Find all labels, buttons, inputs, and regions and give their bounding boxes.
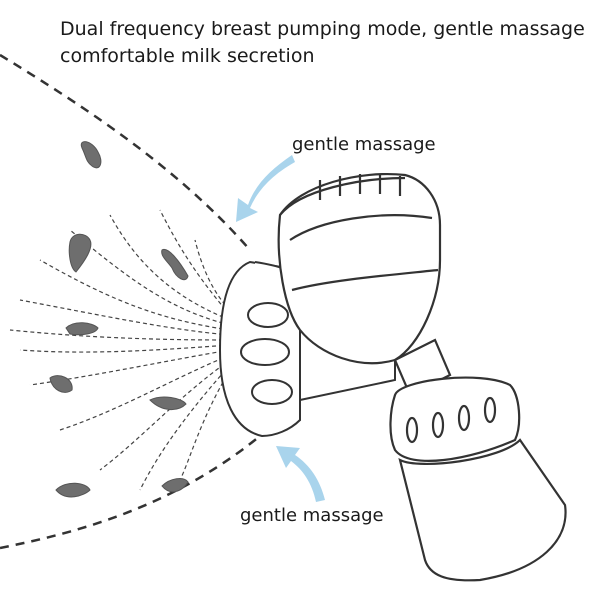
arrow-icon [236,155,295,222]
milk-ducts [9,209,231,491]
headline: Dual frequency breast pumping mode, gent… [60,16,585,70]
pump-body [277,173,567,582]
headline-line-2: comfortable milk secretion [60,45,315,67]
breast-outline [0,53,251,251]
milk-glands [49,141,189,498]
label-gentle-massage-bottom: gentle massage [240,505,384,526]
arrow-icon [276,446,325,502]
headline-line-1: Dual frequency breast pumping mode, gent… [60,18,585,40]
label-gentle-massage-top: gentle massage [292,134,436,155]
breast-outline-lower [0,399,301,550]
